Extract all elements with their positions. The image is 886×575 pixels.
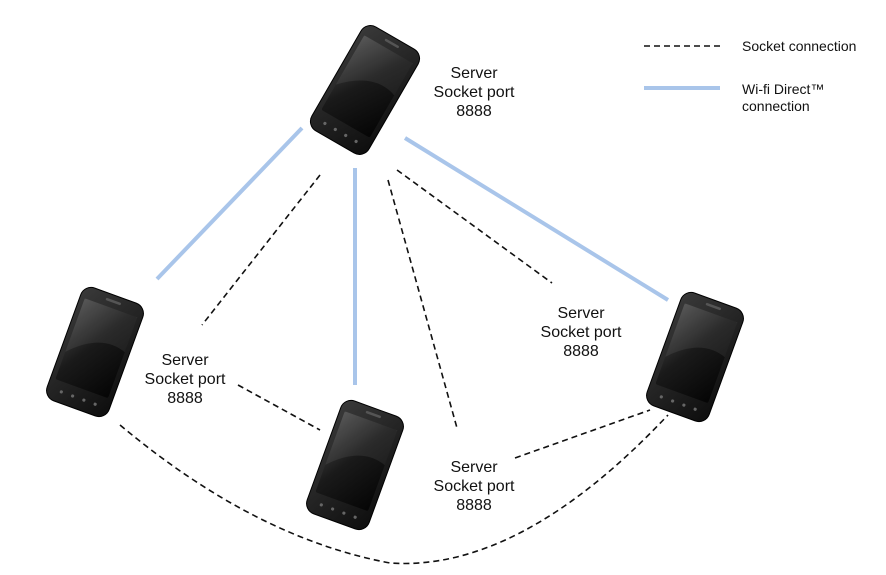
- wifi-connections: [155, 126, 670, 385]
- socket-line-left-right-curve: [119, 414, 669, 565]
- device-right-label: Server Socket port 8888: [521, 304, 641, 361]
- device-left-port: 8888: [167, 390, 203, 407]
- wifi-line-top-right: [403, 136, 670, 302]
- phone-right: [642, 288, 748, 426]
- device-top-role: Server: [450, 65, 498, 82]
- device-right-role: Server: [557, 305, 605, 322]
- socket-line-top-right: [396, 169, 553, 284]
- socket-line-right-bottom: [514, 409, 651, 459]
- socket-line-left-bottom: [237, 384, 321, 431]
- device-right-socket: Socket port: [540, 324, 622, 341]
- device-top-port: 8888: [456, 103, 492, 120]
- socket-connections: [119, 169, 669, 565]
- device-left-role: Server: [161, 352, 209, 369]
- device-left-label: Server Socket port 8888: [125, 351, 245, 408]
- phone-bottom: [302, 396, 408, 534]
- legend-socket-label: Socket connection: [742, 38, 857, 54]
- device-bottom-port: 8888: [456, 497, 492, 514]
- device-top-label: Server Socket port 8888: [414, 64, 534, 121]
- socket-line-top-bottom-center: [387, 179, 458, 429]
- device-bottom-socket: Socket port: [433, 478, 515, 495]
- device-bottom-label: Server Socket port 8888: [414, 458, 534, 515]
- legend-wifi-label-line1: Wi-fi Direct™: [742, 81, 825, 97]
- socket-line-top-left: [201, 174, 321, 326]
- device-right-port: 8888: [563, 343, 599, 360]
- device-top-socket: Socket port: [433, 84, 515, 101]
- legend-wifi-label: Wi-fi Direct™ connection: [742, 81, 824, 115]
- device-left-socket: Socket port: [144, 371, 226, 388]
- device-bottom-role: Server: [450, 459, 498, 476]
- legend-wifi-label-line2: connection: [742, 98, 810, 114]
- wifi-line-top-left: [155, 126, 304, 281]
